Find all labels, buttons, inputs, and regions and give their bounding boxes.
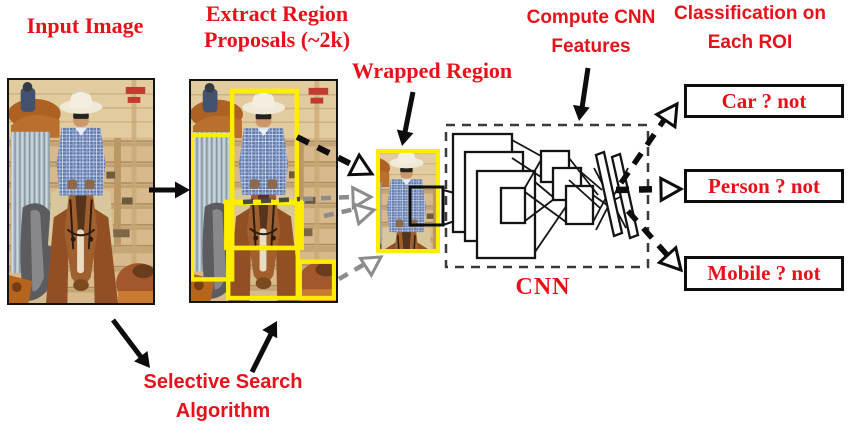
car-classification-box: Car ? not [684,84,844,118]
arrow-input-to-selective-search [111,318,150,368]
classification-line2: Each ROI [707,31,793,53]
region-proposal-box-corner [297,259,336,301]
input-image-label: Input Image [26,13,144,38]
extract-region-line2: Proposals (~2k) [203,26,351,52]
arrow-cnn-to-person [615,175,685,203]
classification-line1: Classification on [673,3,827,24]
region-proposals-photo [189,79,338,303]
extract-region-proposals-label: Extract Region Proposals (~2k) [196,1,358,52]
wrapped-region-label: Wrapped Region [351,58,513,83]
selective-search-line2: Algorithm [175,400,271,422]
arrow-cnn-to-mobile [625,209,684,273]
input-image-photo [7,78,155,305]
arrow-compute-label-to-cnn [572,67,591,121]
arrow-input-to-proposals [149,181,190,199]
mobile-classification-box: Mobile ? not [684,256,844,291]
mobile-classification-text: Mobile ? not [707,261,821,285]
classification-label: Classification on Each ROI [670,0,830,57]
arrow-selective-search-to-proposals [249,321,278,374]
compute-cnn-line1: Compute CNN [526,7,656,28]
car-classification-text: Car ? not [721,88,807,113]
selective-search-label: Selective Search Algorithm [140,368,306,426]
compute-cnn-line2: Features [551,35,631,57]
region-proposal-box-person [229,88,300,251]
arrow-cnn-to-car [618,101,679,185]
arrow-proposal-to-wrapped-bottom [337,255,384,281]
wrapped-region-photo [376,149,440,253]
person-classification-box: Person ? not [684,169,844,203]
cnn-layers-sketch [451,132,640,260]
person-classification-text: Person ? not [708,173,820,198]
compute-cnn-features-label: Compute CNN Features [516,4,666,61]
cnn-label: CNN [515,274,571,300]
selective-search-line1: Selective Search [143,371,303,393]
arrow-wrapped-label-to-image [396,91,416,146]
cnn-dashed-box [444,123,650,269]
extract-region-line1: Extract Region [205,1,349,26]
